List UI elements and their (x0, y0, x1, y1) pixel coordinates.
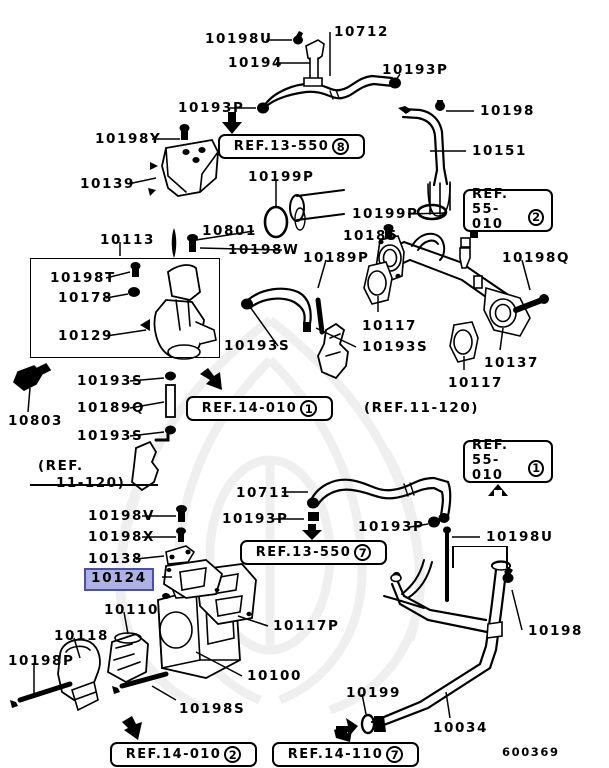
part-number-label-10801[interactable]: 10801 (202, 223, 257, 239)
part-number-label-10198y[interactable]: 10198Y (95, 131, 162, 147)
part-number-label-10199p[interactable]: 10199P (248, 169, 315, 185)
ref-box-code: REF.13-550 (255, 545, 352, 560)
plain-ref-line1: (REF.11-120) (364, 400, 479, 416)
part-number-label-10137[interactable]: 10137 (484, 355, 539, 371)
part-number-label-10198q[interactable]: 10198Q (502, 250, 571, 266)
plain-ref-line2: 11-120) (56, 474, 126, 491)
ref-box-number: 2 (224, 746, 242, 763)
part-number-label-10198p[interactable]: 10198P (8, 653, 75, 669)
plainref-underline-11120 (30, 484, 158, 486)
ref-box-number: 2 (528, 209, 544, 227)
ref-box-number: 7 (354, 544, 372, 561)
ref-box-number: 1 (528, 460, 544, 478)
ref-box-code: REF.14-010 (201, 401, 298, 416)
ref-box-row: 55-010 2 (472, 202, 544, 233)
ref-box-prefix: REF. (472, 438, 509, 454)
part-number-label-10129[interactable]: 10129 (58, 328, 113, 344)
part-number-label-10198u[interactable]: 10198U (486, 529, 554, 545)
part-number-label-10151[interactable]: 10151 (472, 143, 527, 159)
part-number-label-10193s[interactable]: 10193S (224, 338, 291, 354)
ref-box-r4[interactable]: REF.55-010 1 (463, 438, 553, 484)
part-number-label-10117p[interactable]: 10117P (273, 618, 340, 634)
part-number-label-10189q[interactable]: 10189Q (77, 400, 146, 416)
part-number-label-10185[interactable]: 10185 (343, 228, 398, 244)
part-number-label-10198v[interactable]: 10198V (88, 508, 156, 524)
part-number-label-10193p[interactable]: 10193P (178, 100, 245, 116)
part-number-label-10198[interactable]: 10198 (480, 103, 535, 119)
part-number-label-10100[interactable]: 10100 (247, 668, 302, 684)
ref-box-row: 55-010 1 (472, 453, 544, 484)
part-number-label-10193s[interactable]: 10193S (77, 428, 144, 444)
ref-box-number: 1 (300, 400, 318, 417)
part-number-label-10198t[interactable]: 10198T (50, 270, 116, 286)
ref-box-prefix: REF. (472, 187, 509, 203)
part-number-label-10194[interactable]: 10194 (228, 55, 283, 71)
part-number-label-10118[interactable]: 10118 (54, 628, 109, 644)
plain-ref-p1: (REF.11-120) (364, 400, 479, 417)
part-number-label-10110[interactable]: 10110 (104, 602, 159, 618)
part-number-label-10712[interactable]: 10712 (334, 24, 389, 40)
part-number-label-10193p[interactable]: 10193P (358, 519, 425, 535)
part-number-label-10034[interactable]: 10034 (433, 720, 488, 736)
part-number-label-10117[interactable]: 10117 (362, 318, 417, 334)
part-number-label-10178[interactable]: 10178 (58, 290, 113, 306)
ref-box-code: REF.14-010 (125, 747, 222, 762)
ref-box-r2[interactable]: REF.55-010 2 (463, 187, 553, 233)
figure-code: 600369 (502, 745, 560, 759)
group-bracket-10198u (452, 546, 508, 568)
ref-box-number: 7 (386, 746, 404, 763)
part-number-label-10199[interactable]: 10199 (346, 685, 401, 701)
ref-box-code: 55-010 (472, 202, 504, 232)
selected-part-number-highlight[interactable]: 10124 (84, 568, 154, 591)
ref-box-number: 8 (332, 138, 350, 155)
part-number-label-10198w[interactable]: 10198W (228, 242, 300, 258)
group-bracket-10198u-left (452, 546, 454, 568)
part-number-label-10193s[interactable]: 10193S (77, 373, 144, 389)
part-number-label-10198x[interactable]: 10198X (88, 529, 155, 545)
part-number-label-10138[interactable]: 10138 (88, 551, 143, 567)
part-number-label-10193p[interactable]: 10193P (222, 511, 289, 527)
group-bracket-10198u-right (506, 546, 508, 568)
part-number-label-10711[interactable]: 10711 (236, 485, 291, 501)
part-number-label-10199p[interactable]: 10199P (352, 206, 419, 222)
part-number-label-10189p[interactable]: 10189P (303, 250, 370, 266)
part-number-label-10803[interactable]: 10803 (8, 413, 63, 429)
part-number-label-10193p[interactable]: 10193P (382, 62, 449, 78)
plain-ref-p2: (REF.11-120) (38, 458, 125, 492)
part-number-label-10117[interactable]: 10117 (448, 375, 503, 391)
plain-ref-line1: (REF. (38, 458, 84, 474)
part-number-label-10113[interactable]: 10113 (100, 232, 155, 248)
part-number-label-10139[interactable]: 10139 (80, 176, 135, 192)
part-number-label-10193s[interactable]: 10193S (362, 339, 429, 355)
part-number-label-10198u[interactable]: 10198U (205, 31, 273, 47)
group-box-10113 (30, 258, 220, 358)
ref-box-code: REF.13-550 (233, 139, 330, 154)
part-number-label-10198s[interactable]: 10198S (179, 701, 246, 717)
ref-box-code: 55-010 (472, 453, 504, 483)
ref-box-code: REF.14-110 (287, 747, 384, 762)
part-number-label-10198[interactable]: 10198 (528, 623, 583, 639)
